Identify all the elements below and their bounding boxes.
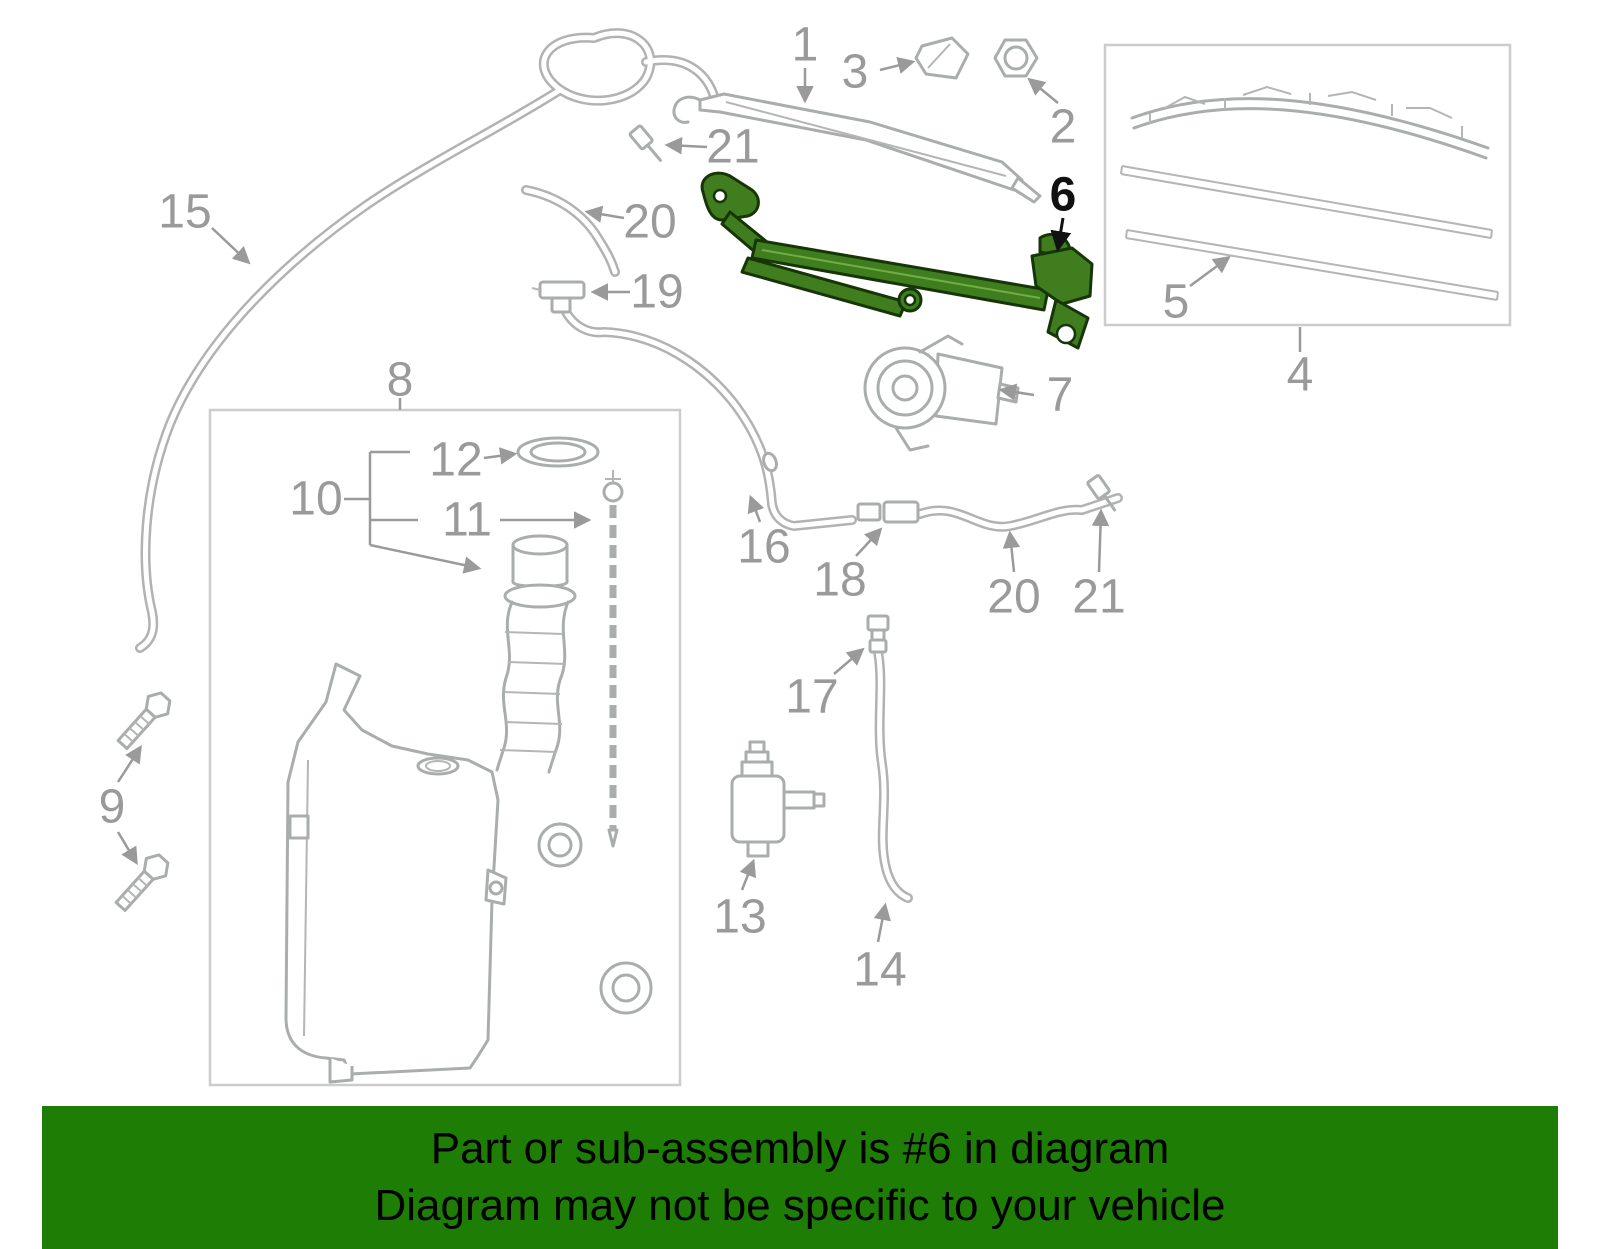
wiper-linkage-6-highlighted bbox=[700, 171, 1094, 350]
washer-reservoir-tank-8 bbox=[284, 662, 508, 1084]
leader-10-neck bbox=[369, 543, 482, 574]
part-label-16: 16 bbox=[737, 521, 790, 574]
part-number-labels: 13 2 21 20 15 19 6 5 4 7 8 12 10 11 16 18 20 21 17 9 13 14 bbox=[99, 19, 1314, 997]
part-label-21: 21 bbox=[706, 121, 759, 174]
leader-9-lower bbox=[116, 831, 138, 866]
washer-hose-16 bbox=[561, 307, 857, 532]
part-label-3: 3 bbox=[842, 46, 869, 99]
leader-17 bbox=[833, 647, 865, 675]
pivot-cap-3 bbox=[914, 36, 970, 80]
hose-clip-21-top bbox=[628, 124, 662, 162]
washer-pump-13 bbox=[730, 740, 826, 858]
leader-20-top bbox=[584, 205, 625, 223]
leader-5 bbox=[1189, 255, 1231, 288]
washer-hose-20-bottom bbox=[915, 493, 1123, 532]
leader-13 bbox=[739, 858, 757, 891]
reservoir-bolt-upper-9 bbox=[116, 691, 172, 750]
part-label-10: 10 bbox=[289, 473, 342, 526]
part-label-2: 2 bbox=[1050, 101, 1077, 154]
wiper-arm-1 bbox=[672, 92, 1042, 204]
leader-20-bottom bbox=[1002, 530, 1021, 573]
part-label-9: 9 bbox=[99, 781, 126, 834]
part-label-4: 4 bbox=[1287, 349, 1314, 402]
filler-neck bbox=[495, 534, 577, 774]
reservoir-bolt-lower-9 bbox=[114, 853, 170, 912]
hose-clip-21-bottom bbox=[1086, 474, 1117, 512]
leader-18 bbox=[855, 527, 883, 557]
leader-14 bbox=[873, 902, 891, 943]
part-label-6: 6 bbox=[1050, 169, 1077, 222]
part-label-17: 17 bbox=[785, 671, 838, 724]
part-label-19: 19 bbox=[630, 266, 683, 319]
part-label-1: 1 bbox=[792, 19, 819, 72]
wiper-blade-4 bbox=[1130, 85, 1490, 160]
level-gauge-11 bbox=[602, 470, 624, 848]
part-label-20: 20 bbox=[623, 196, 676, 249]
grommet-lower bbox=[599, 961, 653, 1015]
leader-lines bbox=[116, 56, 1302, 943]
part-label-15: 15 bbox=[158, 186, 211, 239]
leader-9-upper bbox=[116, 745, 142, 783]
part-label-14: 14 bbox=[853, 944, 906, 997]
part-label-20: 20 bbox=[987, 571, 1040, 624]
leader-16 bbox=[747, 494, 765, 523]
part-label-7: 7 bbox=[1047, 369, 1074, 422]
pivot-nut-2 bbox=[993, 38, 1039, 78]
leader-15 bbox=[211, 227, 251, 265]
banner-line-1: Part or sub-assembly is #6 in diagram bbox=[430, 1124, 1170, 1174]
part-label-21: 21 bbox=[1072, 571, 1125, 624]
part-label-8: 8 bbox=[387, 354, 414, 407]
leader-2 bbox=[1027, 77, 1059, 104]
leader-21-top bbox=[664, 136, 708, 155]
part-label-18: 18 bbox=[813, 554, 866, 607]
grommet-upper bbox=[537, 822, 583, 868]
leader-10-bracket bbox=[344, 450, 418, 545]
washer-hose-20-top bbox=[521, 185, 620, 277]
leader-7 bbox=[998, 383, 1035, 401]
part-label-13: 13 bbox=[713, 891, 766, 944]
hose-joint-19 bbox=[531, 280, 586, 314]
reservoir-cap-12 bbox=[516, 436, 600, 468]
wiper-motor-7 bbox=[863, 334, 1020, 452]
blade-parts-box bbox=[1103, 43, 1512, 327]
highlight-banner: Part or sub-assembly is #6 in diagram Di… bbox=[42, 1106, 1558, 1249]
part-label-5: 5 bbox=[1163, 276, 1190, 329]
leader-6 bbox=[1050, 217, 1072, 253]
leader-21-bottom bbox=[1091, 508, 1110, 573]
hose-joint-17 bbox=[866, 614, 890, 654]
part-label-11: 11 bbox=[442, 494, 492, 547]
washer-hose-15 bbox=[135, 28, 719, 653]
banner-line-2: Diagram may not be specific to your vehi… bbox=[374, 1180, 1226, 1230]
leader-3 bbox=[879, 56, 916, 74]
blade-insert-5 bbox=[1120, 165, 1499, 301]
washer-hose-14 bbox=[873, 647, 913, 903]
leader-12 bbox=[483, 447, 518, 465]
part-label-12: 12 bbox=[429, 434, 482, 487]
hose-joint-18 bbox=[856, 500, 920, 524]
